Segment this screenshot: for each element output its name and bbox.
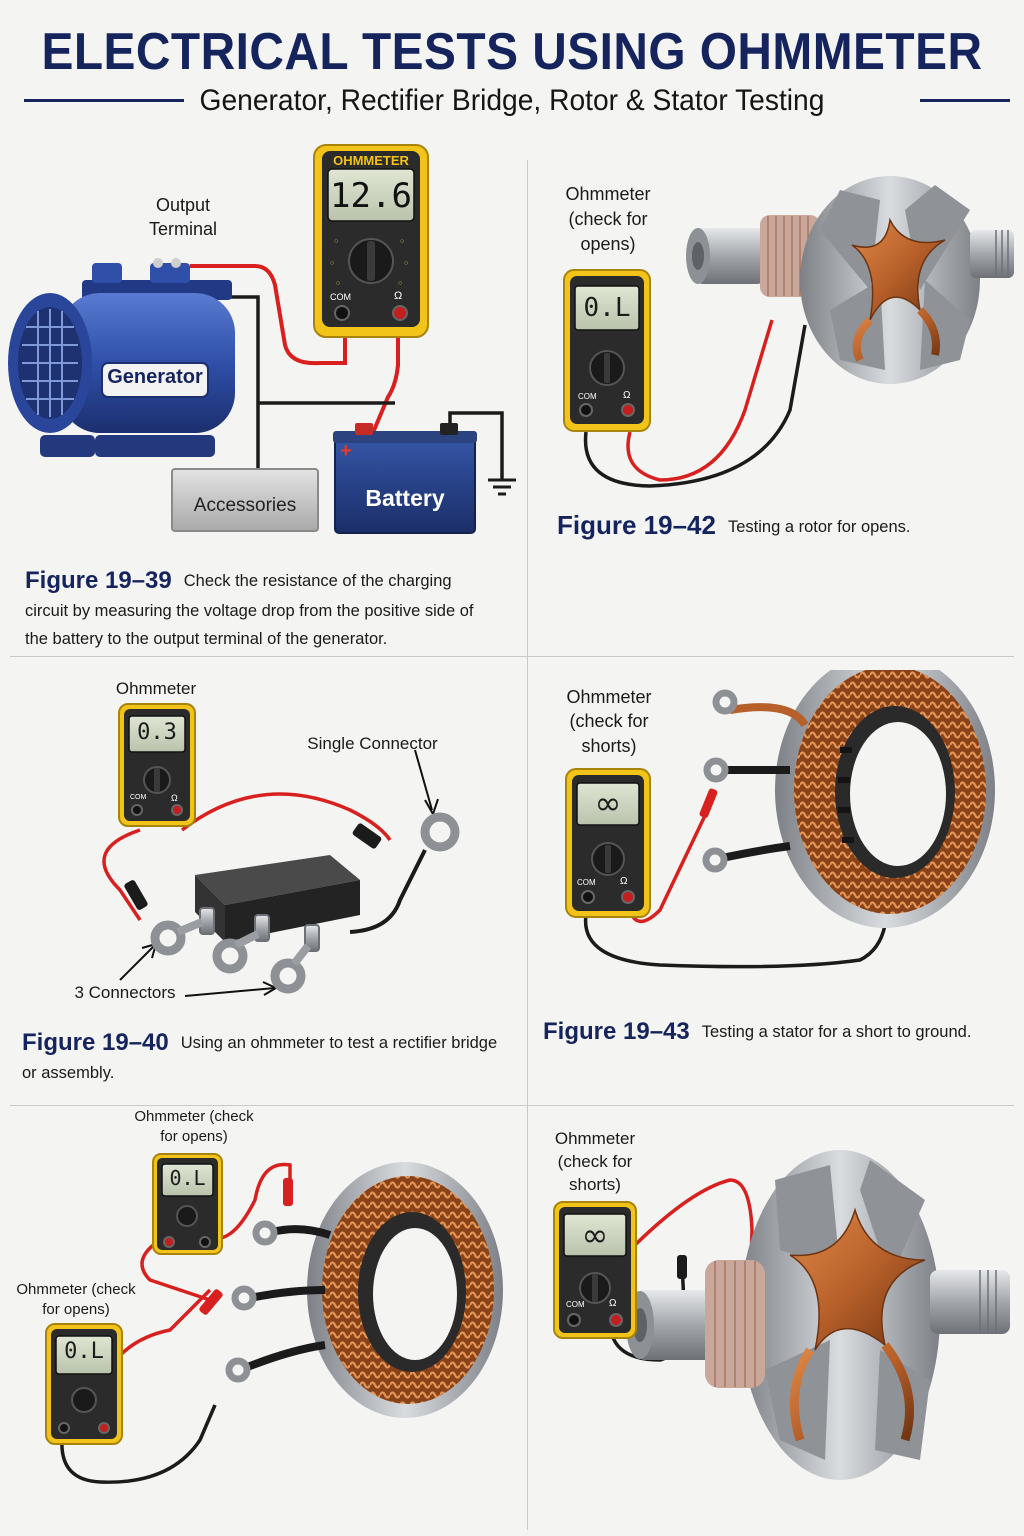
caption-text: Testing a stator for a short to ground.: [701, 1023, 972, 1041]
battery-label: Battery: [365, 485, 445, 511]
meter-reading: ∞: [581, 1216, 609, 1254]
figure-number: Figure 19–43: [543, 1018, 690, 1045]
com-port-label: COM: [330, 292, 351, 302]
page-title: ELECTRICAL TESTS USING OHMMETER: [41, 23, 983, 81]
generator-label: Generator: [107, 366, 203, 388]
ohmmeter-fig-opens-top: [152, 1153, 223, 1255]
figure-number: Figure 19–39: [25, 567, 172, 594]
red-wire-terminal: [190, 264, 347, 366]
red-wire-battery: [370, 320, 400, 436]
rotor-diagram-short: [610, 1150, 1010, 1480]
rotor-diagram: [583, 176, 1014, 488]
caption-text: Check the resistance of the charging cir…: [25, 572, 474, 648]
output-terminal-label: Output Terminal: [148, 195, 218, 240]
title-rule-left: [24, 99, 184, 102]
title-rule-right: [920, 99, 1010, 102]
ohm-port-label: Ω: [620, 876, 628, 887]
meter-title: OHMMETER: [333, 153, 409, 168]
ohmmeter-fig-19-43: [565, 768, 651, 918]
ohm-port-label: Ω: [394, 290, 403, 302]
meter-label: Ohmmeter (check for opens): [565, 184, 651, 255]
meter-label: Ohmmeter: [115, 679, 197, 698]
caption-text: Using an ohmmeter to test a rectifier br…: [22, 1034, 498, 1083]
stator-diagram-opens: [60, 1162, 503, 1484]
ohmmeter-fig-shorts-bottom: [553, 1201, 637, 1339]
meter-reading: 0.L: [169, 1166, 206, 1190]
figure-number: Figure 19–40: [22, 1029, 169, 1056]
svg-text:○: ○: [336, 280, 340, 287]
meter-label: Ohmmeter (check for shorts): [554, 1129, 636, 1194]
battery-icon: +: [333, 423, 477, 534]
com-port-label: COM: [577, 878, 596, 887]
divider-vertical: [527, 160, 528, 1530]
stator-diagram-short: [583, 670, 995, 969]
caption-fig-19-43: Figure 19–43 Testing a stator for a short…: [543, 1013, 1003, 1050]
ohmmeter-fig-19-39: ○ ○ ○ ○ ○ ○: [313, 144, 429, 338]
accessories-label: Accessories: [193, 495, 297, 516]
svg-text:○: ○: [330, 260, 334, 267]
page-subtitle: Generator, Rectifier Bridge, Rotor & Sta…: [199, 84, 825, 117]
caption-text: Testing a rotor for opens.: [727, 518, 911, 536]
single-connector-label: Single Connector: [307, 734, 438, 753]
ohmmeter-fig-opens-bottom: [45, 1323, 123, 1445]
ohmmeter-fig-19-40: [118, 703, 196, 827]
arrow-three-a: [119, 944, 156, 981]
svg-text:○: ○: [334, 238, 338, 245]
black-lead: [583, 914, 887, 969]
black-lead: [583, 324, 807, 488]
black-lead-bottom: [60, 1404, 217, 1484]
com-port-label: COM: [578, 392, 597, 401]
generator-diagram: +: [8, 258, 516, 534]
meter-reading: 0.3: [137, 720, 177, 745]
divider-row-2: [10, 1105, 1014, 1106]
rectifier-diagram: [102, 749, 460, 997]
arrow-three-b: [184, 987, 276, 997]
meter-label-top: Ohmmeter (check for opens): [134, 1108, 254, 1145]
meter-reading: 0.L: [583, 293, 631, 323]
caption-fig-19-42: Figure 19–42 Testing a rotor for opens.: [557, 505, 997, 545]
ground-symbol-icon: [488, 478, 516, 496]
red-lead: [180, 792, 392, 842]
ohm-port-label: Ω: [171, 793, 178, 803]
meter-reading: 12.6: [330, 176, 412, 216]
black-lead-connector: [349, 849, 427, 934]
figure-number: Figure 19–42: [557, 510, 716, 540]
com-port-label: COM: [566, 1300, 585, 1309]
red-lead: [626, 319, 774, 482]
divider-row-1: [10, 656, 1014, 657]
svg-text:○: ○: [398, 280, 402, 287]
ohm-port-label: Ω: [623, 390, 631, 401]
generator-icon: [8, 258, 235, 457]
svg-text:+: +: [340, 440, 352, 462]
red-lead-left: [102, 828, 142, 921]
red-lead: [628, 1178, 754, 1291]
arrow-single: [414, 749, 433, 811]
ohm-port-label: Ω: [609, 1298, 617, 1309]
com-port-label: COM: [130, 794, 147, 801]
three-connectors-label: 3 Connectors: [74, 983, 176, 1002]
svg-text:○: ○: [400, 238, 404, 245]
ohmmeter-fig-19-42: [563, 269, 651, 432]
svg-text:○: ○: [404, 260, 408, 267]
meter-label-bottom: Ohmmeter (check for opens): [16, 1281, 136, 1318]
meter-reading: ∞: [594, 784, 622, 822]
meter-label: Ohmmeter (check for shorts): [566, 687, 652, 756]
accessories-box: [171, 468, 319, 532]
meter-reading: 0.L: [64, 1339, 104, 1364]
